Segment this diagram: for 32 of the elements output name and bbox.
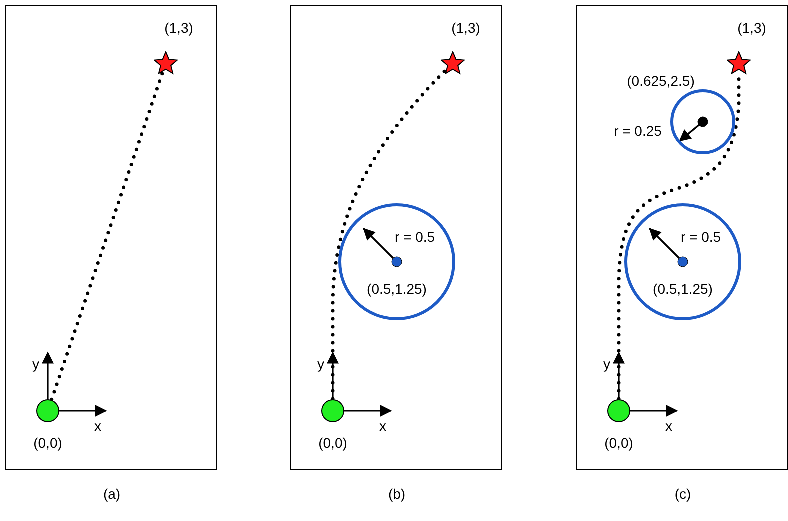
axis-label: y (604, 357, 610, 371)
coordinate-label: (1,3) (738, 21, 766, 35)
coordinate-label: (0.625,2.5) (627, 74, 695, 88)
axis-label: y (318, 357, 324, 371)
coordinate-label: (0.5,1.25) (653, 282, 713, 296)
panel-caption: (c) (674, 487, 692, 501)
radius-label: r = 0.5 (680, 230, 722, 244)
obstacle-circle (337, 202, 457, 322)
axis-label: x (94, 419, 102, 433)
coordinate-label: (1,3) (452, 21, 480, 35)
panel-caption: (a) (103, 487, 121, 501)
obstacle-circle (669, 88, 737, 156)
obstacle-circle (623, 202, 743, 322)
coordinate-label: (0,0) (318, 436, 348, 450)
coordinate-label: (0,0) (34, 436, 62, 450)
dotted-path (50, 70, 165, 402)
start-circle (36, 399, 60, 423)
panel-caption: (b) (388, 487, 406, 501)
coordinate-label: (1,3) (164, 21, 194, 35)
dotted-path (331, 68, 448, 401)
coordinate-label: (0.5,1.25) (367, 282, 427, 296)
start-circle (321, 399, 345, 423)
radius-label: r = 0.5 (394, 230, 436, 244)
axis-label: y (32, 357, 40, 371)
axis-label: x (666, 419, 672, 433)
start-circle (607, 399, 631, 423)
axis-label: x (380, 419, 386, 433)
radius-label: r = 0.25 (614, 124, 662, 138)
goal-star (441, 51, 465, 75)
coordinate-label: (0,0) (604, 436, 634, 450)
goal-star (154, 51, 178, 75)
goal-star (727, 51, 751, 75)
